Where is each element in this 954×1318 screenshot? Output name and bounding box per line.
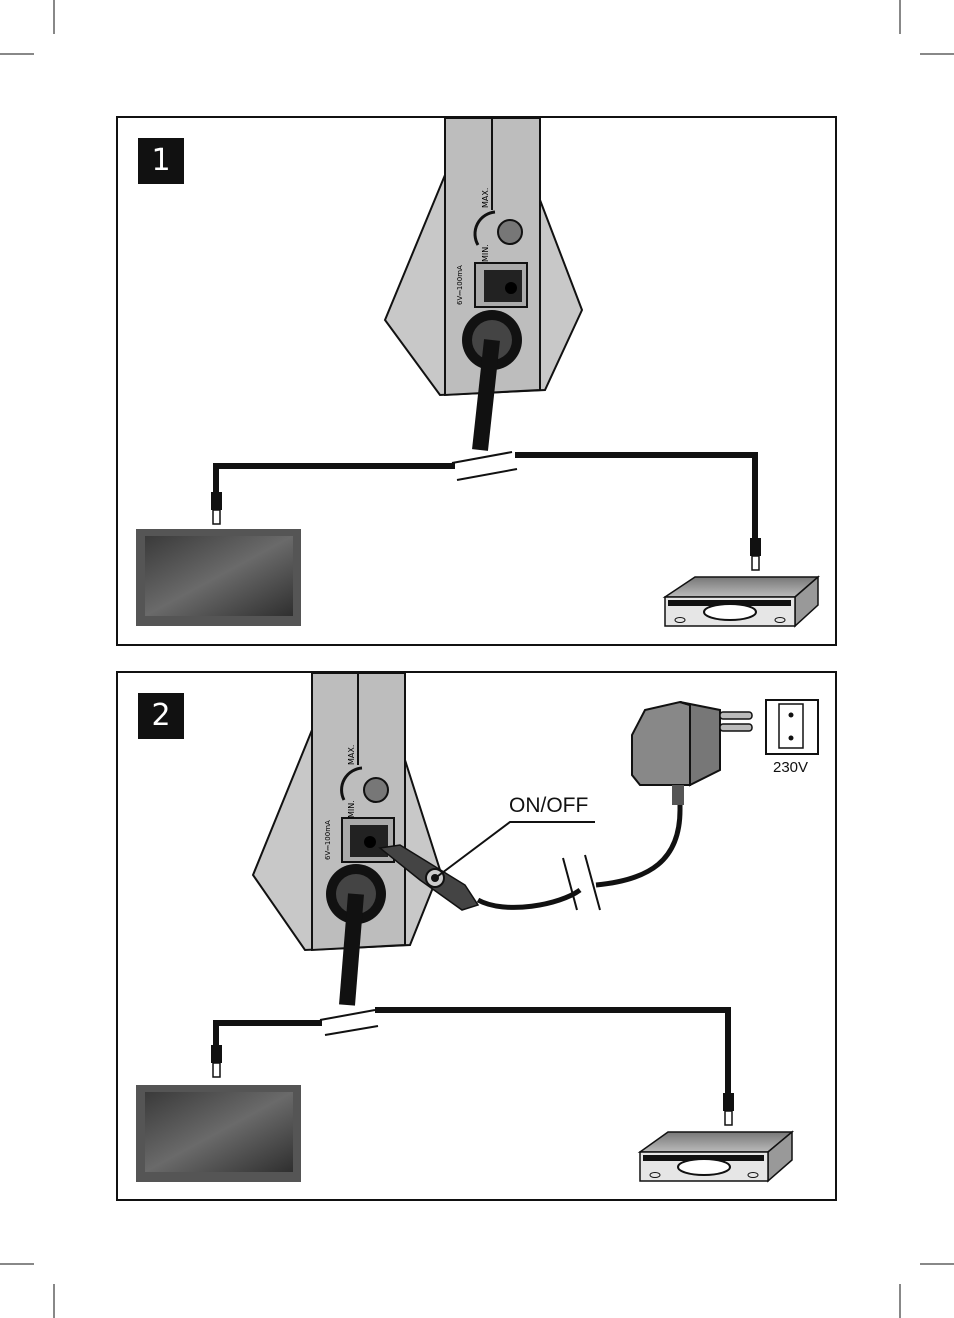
tv-screen-icon [136,1085,301,1182]
switch-callout-line [438,822,595,876]
knob-min-label: MIN. [347,800,356,818]
panel-2-number: 2 [138,693,184,739]
power-rating-label: 6V⎓100mA [324,820,332,860]
knob-max-label: MAX. [347,745,356,765]
power-adapter-icon [632,702,752,805]
receiver-box-icon [640,1132,792,1181]
mains-voltage-label: 230V [773,759,808,776]
on-off-label: ON/OFF [509,794,588,818]
coax-plug-icon [723,1093,734,1125]
coax-plug-icon [211,1045,222,1077]
wall-socket-icon [766,700,818,754]
